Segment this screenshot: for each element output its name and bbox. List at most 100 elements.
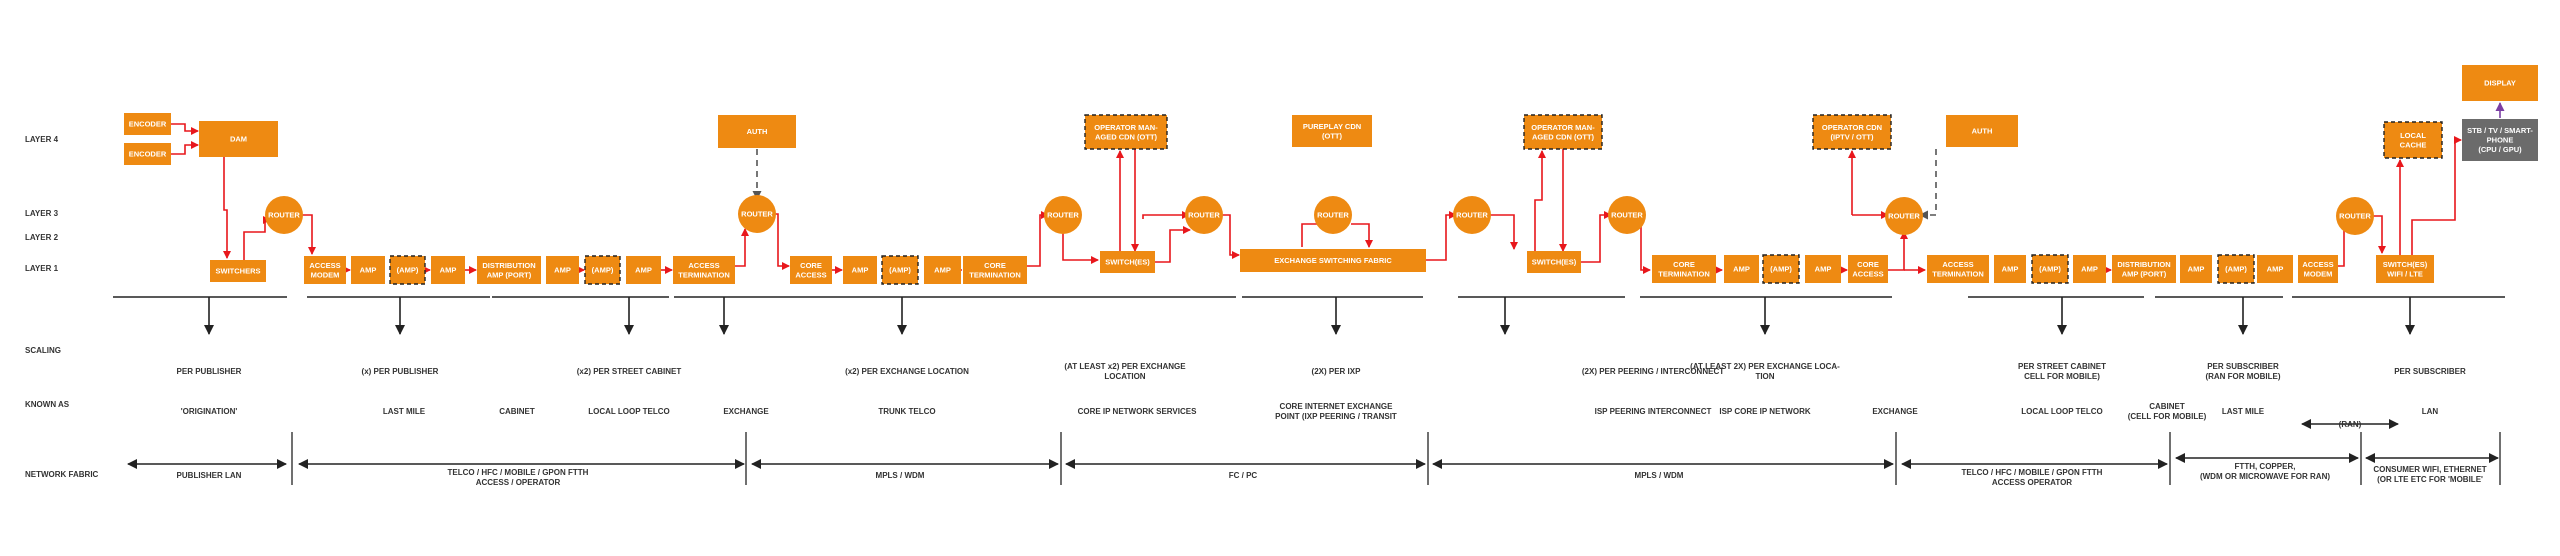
label-layer4: LAYER 4 [25,135,59,144]
node-encoder-2: ENCODER [124,143,171,165]
node-label: AMP [2002,265,2019,274]
node-label: ENCODER [129,150,167,159]
link-router-ixp [1219,214,1240,259]
node-router-9: ROUTER [2336,197,2374,235]
node-display: DISPLAY [2462,65,2538,101]
node-operator-cdn-2: OPERATOR MAN-AGED CDN (OTT) [1523,114,1603,150]
node-switches-1: SWITCH(ES) [1100,251,1155,273]
node-label: ROUTER [1317,211,1349,220]
link-encoder-dam [171,141,199,155]
link-cdn-router [1142,211,1190,219]
label-network-fabric: NETWORK FABRIC [25,470,99,479]
known-as-label: 'ORIGINATION' [181,407,238,416]
node-pureplay-cdn: PUREPLAY CDN(OTT) [1292,115,1372,147]
scaling-label: (x2) PER EXCHANGE LOCATION [845,367,969,376]
node-switchers: SWITCHERS [210,260,266,282]
known-as-label: ISP PEERING INTERCONNECT [1595,407,1712,416]
network-fabric-label: MPLS / WDM [1635,471,1684,480]
link-router7-core [1640,215,1651,274]
node-amp-1: AMP [351,256,385,284]
node-label: AMP [1815,265,1832,274]
link-router9-switch [2371,215,2386,254]
node-amp-10: AMP [1724,255,1759,283]
known-as-label: LAN [2422,407,2439,416]
known-as-label: LAST MILE [383,407,426,416]
network-fabric-label: PUBLISHER LAN [177,471,242,480]
link-router5-fabric [1351,223,1373,248]
node-label: OPERATOR MAN-AGED CDN (OTT) [1094,123,1158,142]
node-amp-8: (AMP) [881,255,919,285]
known-as-label: EXCHANGE [723,407,769,416]
node-label: (AMP) [397,266,419,275]
node-encoder-1: ENCODER [124,113,171,135]
node-auth-1: AUTH [718,115,796,148]
known-as-label: LOCAL LOOP TELCO [588,407,669,416]
node-label: ROUTER [1456,211,1488,220]
node-router-3: ROUTER [1044,196,1082,234]
link-core-router [1027,211,1049,267]
node-amp-4: AMP [546,256,579,284]
node-label: (AMP) [2039,265,2061,274]
network-fabric-label: FTTH, COPPER,(WDM OR MICROWAVE FOR RAN) [2200,462,2330,481]
known-as-label: CABINET [499,407,535,416]
link-fabric-router5 [1301,223,1318,247]
node-label: ROUTER [1188,211,1220,220]
node-amp-3: AMP [431,256,465,284]
node-label: ROUTER [1047,211,1079,220]
node-label: EXCHANGE SWITCHING FABRIC [1274,256,1392,265]
scaling-label: (AT LEAST 2X) PER EXCHANGE LOCA-TION [1690,362,1840,381]
link-router6-switch [1486,214,1518,250]
node-label: OPERATOR CDN(IPTV / OTT) [1822,123,1882,142]
node-amp-5: (AMP) [584,255,621,285]
link-core-router8 [1888,231,1908,271]
node-label: AMP [934,266,951,275]
node-router-1: ROUTER [265,196,303,234]
label-known-as: KNOWN AS [25,400,70,409]
node-router-6: ROUTER [1453,196,1491,234]
link-switch-stb [2411,136,2462,255]
label-layer3: LAYER 3 [25,209,59,218]
network-fabric-label: FC / PC [1229,471,1258,480]
node-label: AUTH [747,127,768,136]
known-as-label: EXCHANGE [1872,407,1918,416]
node-amp-9: AMP [924,256,961,284]
node-label: ROUTER [1611,211,1643,220]
node-label: AMP [635,266,652,275]
link-switch-router4 [1155,226,1191,263]
node-label: SWITCH(ES) [1532,258,1577,267]
link-switch-cdn2 [1534,150,1546,251]
node-label: (AMP) [592,266,614,275]
link-fabric-router6 [1426,211,1457,261]
node-router-2: ROUTER [738,195,776,233]
node-amp-16: AMP [2180,255,2212,283]
node-amp-17: (AMP) [2217,254,2255,284]
node-amp-14: (AMP) [2031,254,2069,284]
network-fabric-label: MPLS / WDM [876,471,925,480]
node-router-5: ROUTER [1314,196,1352,234]
scaling-label: (x2) PER STREET CABINET [577,367,682,376]
node-amp-13: AMP [1994,255,2026,283]
label-scaling: SCALING [25,346,61,355]
node-label: (AMP) [889,266,911,275]
known-as-label: ISP CORE IP NETWORK [1719,407,1810,416]
node-auth-2: AUTH [1946,115,2018,147]
node-label: SWITCH(ES) [1105,258,1150,267]
node-label: SWITCHERS [216,267,261,276]
node-label: SWITCH(ES)WIFI / LTE [2383,260,2428,279]
scaling-label: PER PUBLISHER [177,367,242,376]
link-switchers-router [243,216,271,260]
node-label: AMP [440,266,457,275]
